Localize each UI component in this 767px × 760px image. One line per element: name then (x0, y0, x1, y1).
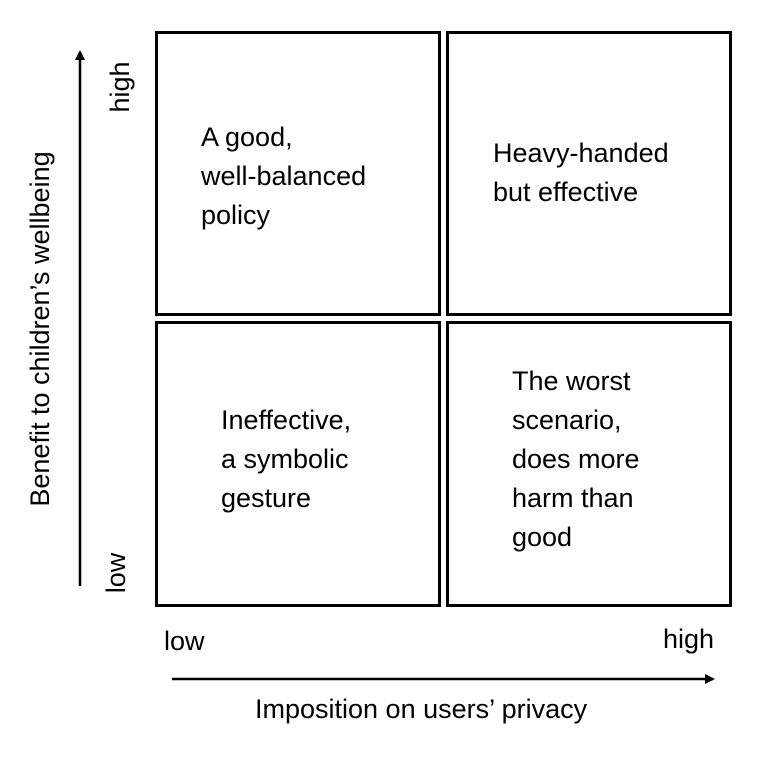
y-axis-title: Benefit to children’s wellbeing (25, 151, 55, 507)
quadrant-bottom-right-text: The worst scenario, does more harm than … (512, 366, 640, 552)
y-axis-low-label: low (101, 552, 131, 594)
quadrant-bottom-right (446, 321, 732, 607)
quadrant-bottom-left (155, 321, 441, 607)
x-axis-low-label: low (164, 626, 205, 656)
quadrant-top-left-text: A good, well-balanced policy (201, 122, 367, 230)
quadrant-top-left (155, 31, 441, 316)
quadrant-top-right-text: Heavy-handed but effective (493, 138, 669, 207)
x-axis-title: Imposition on users’ privacy (255, 694, 588, 724)
x-axis-high-label: high (663, 624, 715, 654)
y-axis-high-label: high (105, 61, 135, 113)
quadrant-bottom-left-text: Ineffective, a symbolic gesture (221, 405, 352, 513)
quadrant-top-right (446, 31, 732, 316)
